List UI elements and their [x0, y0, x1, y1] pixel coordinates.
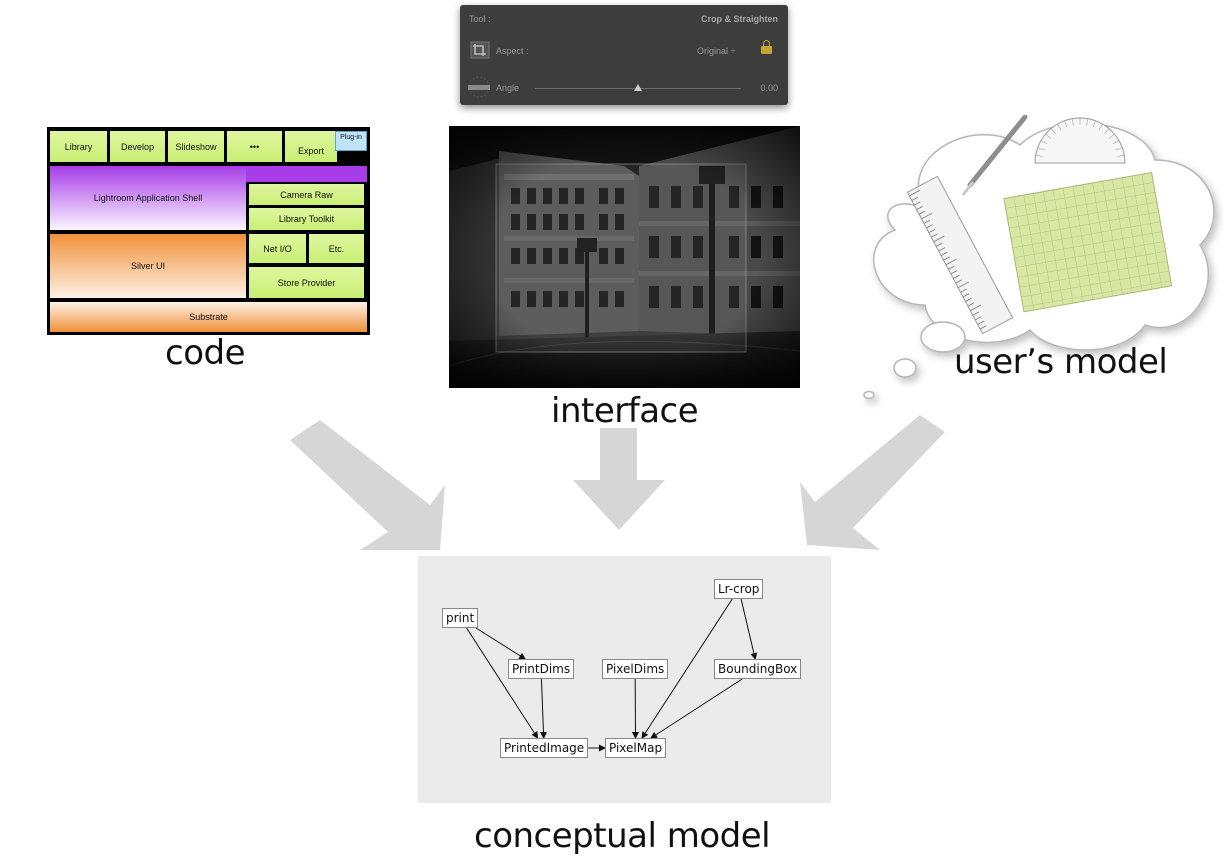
node-pixelmap: PixelMap: [605, 738, 667, 758]
arrow-down-icon: [573, 428, 665, 530]
tool-label: Tool :: [469, 14, 491, 24]
scalpel-icon: [961, 115, 1028, 196]
aspect-label: Aspect :: [496, 46, 529, 56]
caption-conceptual-model: conceptual model: [474, 816, 771, 856]
arch-slideshow: Slideshow: [168, 131, 224, 162]
graph-edge-lrcrop-pixelmap: [641, 598, 733, 739]
angle-slider-thumb[interactable]: [634, 84, 642, 91]
arch-plugin: Plug-in: [335, 131, 367, 151]
node-lr-crop: Lr-crop: [714, 579, 764, 599]
arch-substrate: Substrate: [50, 302, 367, 332]
cutting-mat-icon: [1003, 171, 1173, 313]
caption-interface: interface: [551, 391, 699, 431]
arch-store-provider: Store Provider: [249, 267, 364, 298]
crop-tool-panel: Tool : Crop & Straighten Aspect : Origin…: [460, 5, 788, 105]
arch-export: Export: [297, 145, 324, 156]
node-pixeldims: PixelDims: [602, 659, 669, 679]
graph-edge-printdims-printedimage: [539, 678, 547, 739]
arch-camera-raw: Camera Raw: [249, 184, 364, 205]
arch-more: •••: [227, 131, 282, 162]
angle-value: 0.00: [760, 83, 778, 93]
node-printdims: PrintDims: [508, 659, 575, 679]
ruler-icon: [906, 175, 1014, 335]
graph-edge-boundingbox-pixelmap: [650, 678, 743, 739]
graph-edges: [466, 598, 758, 752]
graph-edge-print-printdims: [475, 627, 527, 660]
arrow-right-icon: [800, 415, 945, 550]
arch-export-wrap: [285, 131, 337, 162]
arch-library: Library: [50, 131, 107, 162]
lock-icon[interactable]: [761, 40, 772, 54]
aspect-select[interactable]: Original ÷: [697, 46, 736, 56]
angle-label: Angle: [496, 83, 520, 93]
node-printedimage: PrintedImage: [500, 738, 589, 758]
street-photo: [449, 126, 800, 388]
crop-icon[interactable]: [470, 41, 490, 59]
caption-code: code: [165, 333, 246, 373]
graph-edge-lrcrop-boundingbox: [740, 598, 758, 660]
protractor-icon: [1034, 117, 1126, 164]
caption-users-model: user’s model: [954, 342, 1168, 382]
node-boundingbox: BoundingBox: [714, 659, 802, 679]
arch-develop: Develop: [110, 131, 165, 162]
concept-graph: print PrintDims PixelDims Lr-crop Boundi…: [418, 556, 831, 803]
node-print: print: [442, 608, 479, 628]
arch-silver-ui: Silver UI: [50, 234, 246, 298]
straighten-level-icon[interactable]: [466, 75, 492, 99]
arch-etc: Etc.: [309, 234, 364, 263]
thought-cloud: [863, 115, 1215, 400]
arch-net-io: Net I/O: [249, 234, 306, 263]
architecture-diagram: Library Develop Slideshow ••• Export Plu…: [47, 127, 370, 335]
arch-shell-strip: [246, 166, 367, 182]
graph-edge-print-printedimage: [466, 627, 539, 739]
tool-value: Crop & Straighten: [700, 14, 778, 24]
convergence-arrows: [290, 415, 945, 550]
arch-library-toolkit: Library Toolkit: [249, 208, 364, 230]
arch-app-shell: Lightroom Application Shell: [50, 166, 246, 230]
arrow-left-icon: [290, 420, 445, 550]
